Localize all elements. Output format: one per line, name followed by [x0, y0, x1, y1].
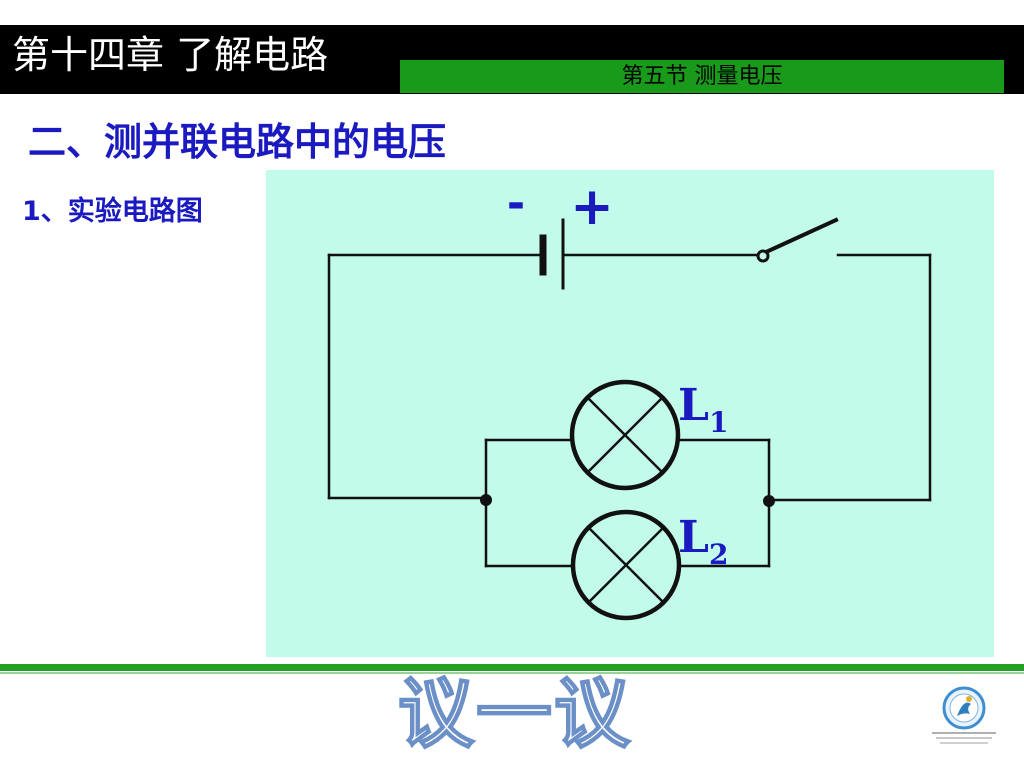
- switch-blade: [761, 217, 839, 256]
- section-title: 第五节 测量电压: [621, 64, 783, 89]
- junction-dot-right: [763, 495, 775, 507]
- lamp-l2-symbol: [570, 509, 682, 621]
- discuss-title: 议一议: [397, 669, 632, 758]
- circuit-diagram: - + L1 L2: [327, 177, 932, 621]
- chapter-title: 第十四章 了解电路: [12, 33, 329, 77]
- section-bar: 第五节 测量电压: [400, 60, 1004, 93]
- switch-pivot: [756, 249, 770, 263]
- publisher-logo-icon: [932, 686, 996, 744]
- main-heading: 二、测并联电路中的电压: [28, 120, 447, 164]
- junction-dot-left: [480, 494, 492, 506]
- lamp-l1-label: L1: [678, 380, 728, 439]
- lamp-l2-label: L2: [678, 512, 728, 571]
- lamp-l1-symbol: [569, 379, 681, 491]
- battery-positive-sign: +: [570, 177, 614, 237]
- bottom-divider-thick: [0, 664, 1024, 671]
- battery-negative-sign: -: [507, 178, 525, 229]
- circuit-diagram-panel: - + L1 L2: [266, 170, 994, 657]
- bottom-divider-thin: [0, 672, 1024, 674]
- sub-heading: 1、实验电路图: [22, 196, 203, 227]
